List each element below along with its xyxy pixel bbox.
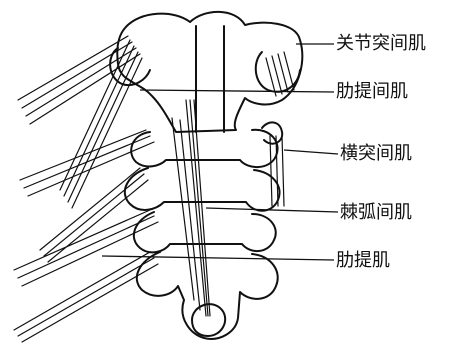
intertransverse-fibres-right: [266, 52, 294, 206]
spinous-column: [196, 26, 224, 132]
label-intertransverse-articular: 关节突间肌: [336, 34, 426, 54]
muscle-bundle-lower-left: [14, 210, 158, 342]
muscle-bundle-mid-left: [20, 130, 154, 262]
label-intercostal-levator: 肋提间肌: [336, 82, 408, 102]
spinous-knob: [192, 304, 225, 336]
vertebra-mid-1: [131, 130, 277, 167]
vertebra-top: [117, 12, 302, 132]
vertebra-bottom: [137, 252, 278, 339]
leader-line-2: [140, 90, 334, 92]
transverse-process-right: [262, 122, 282, 143]
label-levatores-costarum: 肋提肌: [336, 251, 390, 271]
label-intertransversarii: 横突间肌: [340, 144, 412, 164]
label-interspinales: 棘弧间肌: [340, 203, 412, 223]
leader-line-3: [284, 150, 338, 154]
